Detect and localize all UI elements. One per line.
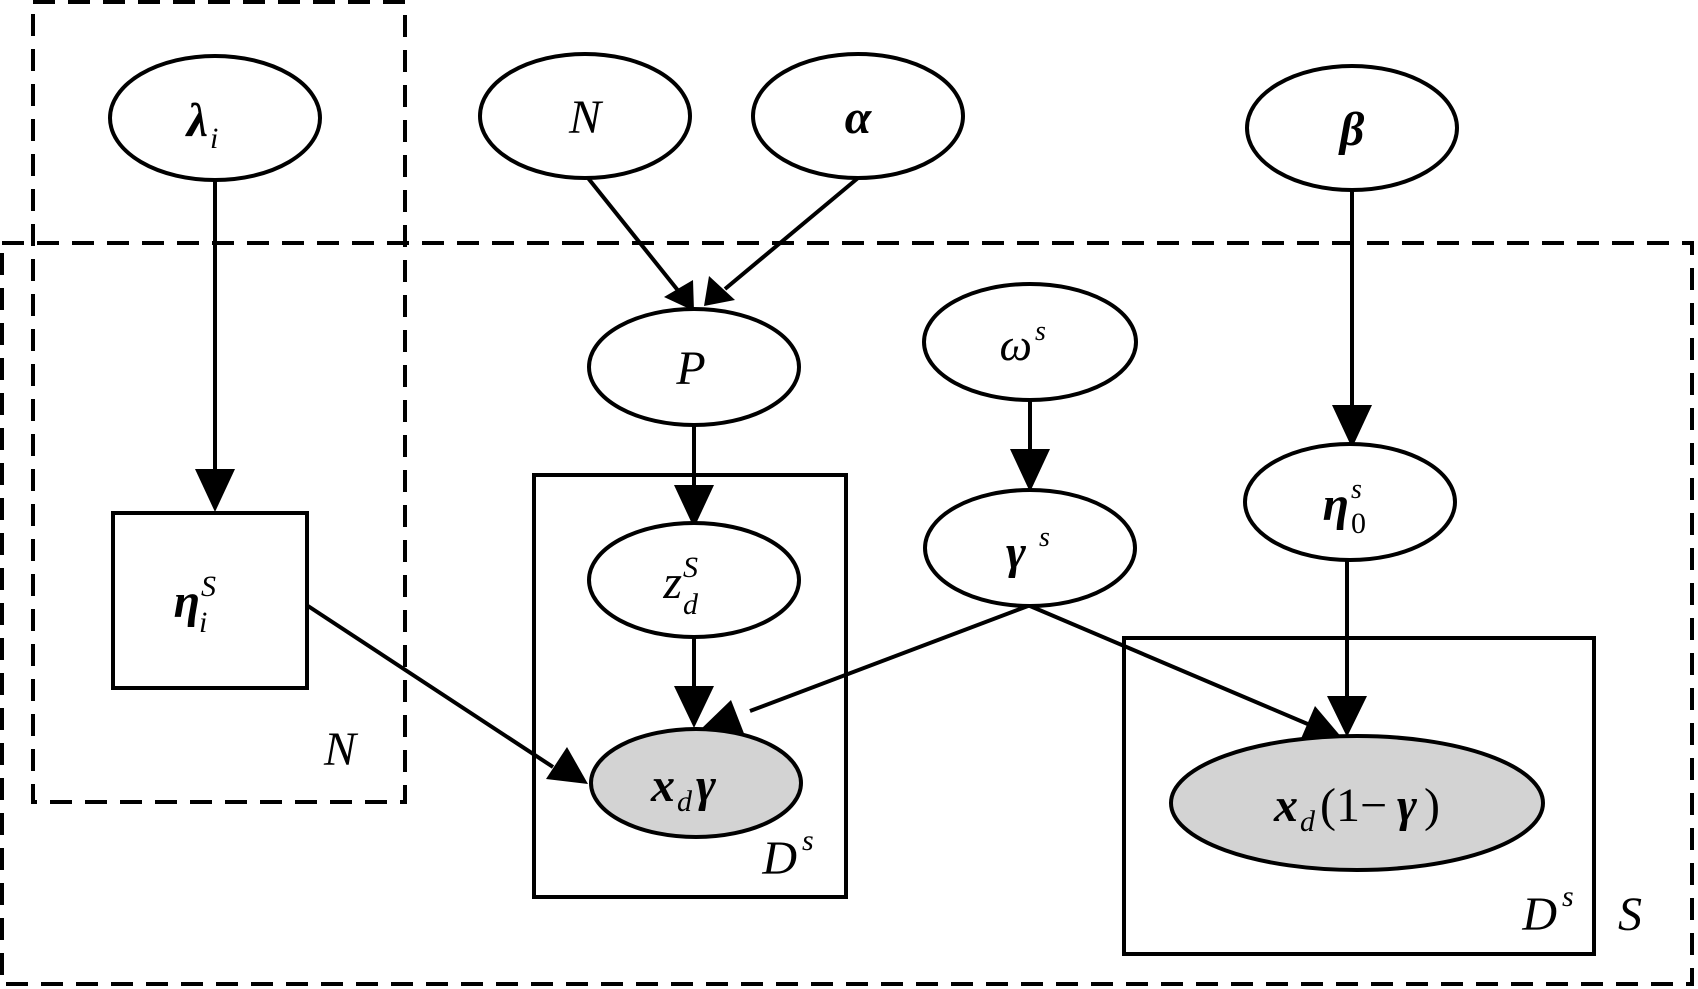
- node-beta: β: [1245, 64, 1459, 192]
- arrowhead-gamma: [1010, 449, 1050, 492]
- arrowhead-x-gamma-right: [700, 700, 745, 736]
- node-z-sub: d: [683, 588, 699, 621]
- node-x-gamma-tail: γ: [696, 759, 716, 812]
- plate-ds-right-base: D: [1521, 888, 1557, 941]
- node-lambda-base: λ: [185, 94, 208, 147]
- node-omega-sup: s: [1035, 316, 1046, 347]
- node-p: P: [587, 307, 801, 427]
- arrowhead-eta0: [1332, 405, 1372, 448]
- node-lambda: λ i: [108, 54, 322, 182]
- arrowhead-z: [674, 485, 714, 528]
- node-x-gamma-sub: d: [677, 785, 693, 818]
- edge-n-to-p: [586, 176, 682, 295]
- node-x-one-minus-sub: d: [1300, 805, 1316, 838]
- node-z-base: z: [662, 556, 682, 609]
- plate-n-outline: [31, 0, 407, 804]
- node-n-label: N: [568, 91, 604, 144]
- node-n: N: [478, 52, 692, 180]
- plate-ds-right-sup: s: [1562, 880, 1574, 913]
- arrowhead-p-right: [704, 276, 735, 306]
- node-eta0: η s 0: [1243, 442, 1457, 562]
- node-gamma: γ s: [923, 488, 1137, 608]
- plate-s-outline: [0, 241, 1694, 986]
- node-beta-label: β: [1338, 103, 1365, 156]
- node-lambda-sub: i: [210, 122, 218, 155]
- edge-alpha-to-p: [723, 176, 860, 291]
- node-z: z S d: [587, 521, 801, 639]
- node-omega: ω s: [922, 282, 1138, 402]
- edge-eta-to-x-gamma: [306, 604, 555, 769]
- node-alpha: α: [751, 52, 965, 180]
- arrowhead-x-gamma-top: [674, 686, 714, 728]
- plate-ds-right-label: D s: [1521, 880, 1573, 941]
- node-eta-i: η S i: [111, 511, 309, 690]
- node-eta-i-sub: i: [199, 606, 207, 639]
- node-z-sup: S: [683, 551, 698, 584]
- node-x-gamma: x d γ: [589, 727, 803, 839]
- node-gamma-sup: s: [1039, 522, 1050, 553]
- arrowhead-eta: [195, 469, 235, 512]
- plate-n-label: N: [323, 723, 359, 776]
- edges: [195, 176, 1372, 784]
- node-x-one-minus-base: x: [1273, 779, 1298, 832]
- node-x-one-minus-tail-pre: (1−: [1320, 779, 1387, 832]
- node-eta0-sup: s: [1351, 474, 1362, 505]
- arrowhead-x-one-minus-top: [1327, 696, 1367, 737]
- node-x-one-minus-tail-post: ): [1424, 779, 1440, 832]
- arrowhead-p-left: [664, 280, 694, 311]
- node-omega-base: ω: [1000, 319, 1032, 370]
- node-eta-i-sup: S: [201, 570, 216, 603]
- node-p-label: P: [675, 342, 705, 395]
- node-gamma-base: γ: [1006, 526, 1026, 579]
- node-x-one-minus-tail-gamma: γ: [1397, 779, 1417, 832]
- node-x-one-minus-gamma: x d (1− γ ): [1169, 734, 1545, 872]
- edge-gamma-to-x-one-minus: [1029, 604, 1311, 727]
- arrowhead-x-one-minus-left: [1300, 706, 1343, 741]
- plate-ds-right-outline: [1122, 636, 1596, 956]
- plate-ds-left-outline: [532, 473, 848, 899]
- arrowhead-x-gamma-left: [546, 747, 588, 784]
- node-eta-i-base: η: [174, 575, 200, 628]
- plate-ds-left-sup: s: [802, 824, 814, 857]
- plate-ds-left-base: D: [761, 832, 797, 885]
- node-x-gamma-base: x: [650, 759, 675, 812]
- plate-s-label: S: [1618, 888, 1642, 941]
- node-eta0-base: η: [1323, 478, 1349, 531]
- edge-gamma-to-x-gamma: [749, 604, 1029, 713]
- node-eta0-sub: 0: [1351, 507, 1366, 540]
- plate-ds-left-label: D s: [761, 824, 813, 885]
- node-alpha-label: α: [845, 91, 873, 144]
